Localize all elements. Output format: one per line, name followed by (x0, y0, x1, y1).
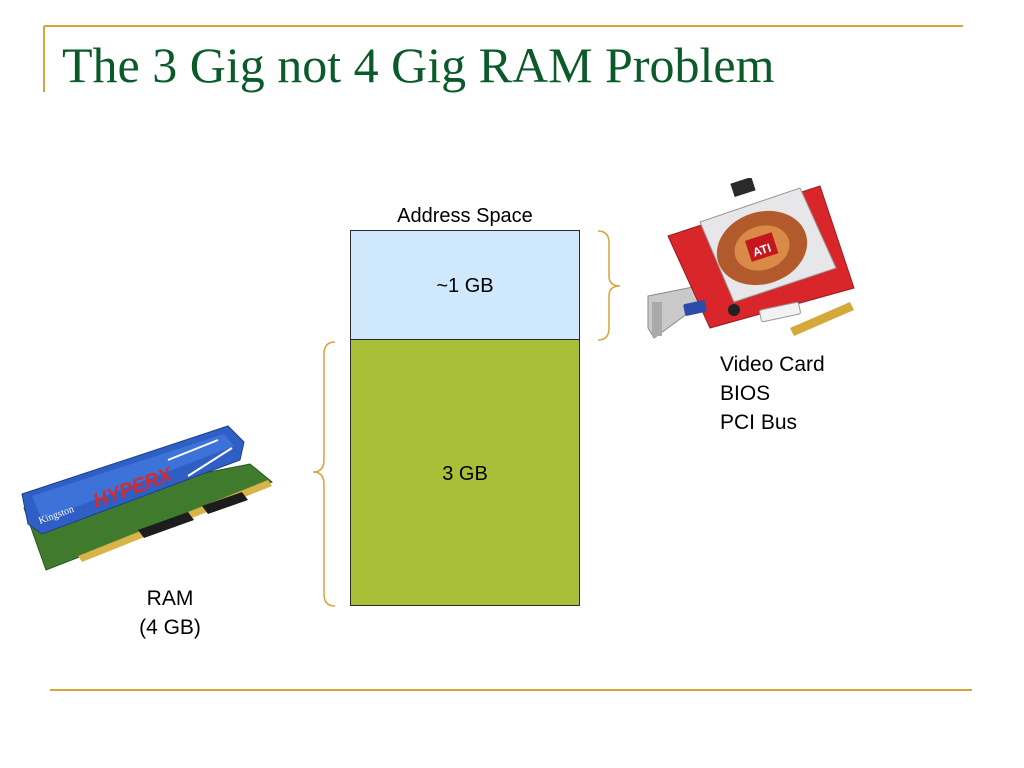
ati-brand-text: ATI (751, 241, 773, 260)
segment-label-reserved: ~1 GB (436, 275, 494, 297)
address-segment-reserved: ~1 GB (350, 230, 580, 340)
ram-bracket (312, 341, 336, 607)
video-card-bracket (597, 230, 621, 341)
address-segment-usable: 3 GB (350, 340, 580, 606)
address-space-label: Address Space (397, 205, 533, 227)
segment-label-usable: 3 GB (442, 463, 488, 485)
ati-logo-icon (744, 232, 779, 262)
caption-line-ram-size: (4 GB) (139, 616, 201, 639)
caption-line-video-card: Video Card (720, 353, 825, 376)
graphics-card-image: ATI (647, 178, 855, 339)
ram-caption: RAM (4 GB) (110, 584, 230, 642)
video-card-caption: Video Card BIOS PCI Bus (720, 350, 825, 437)
ram-module-image: Kingston HYPERX (21, 425, 273, 571)
caption-line-ram: RAM (146, 587, 194, 610)
slide-title: The 3 Gig not 4 Gig RAM Problem (62, 37, 775, 93)
caption-line-pci-bus: PCI Bus (720, 411, 798, 434)
caption-line-bios: BIOS (720, 382, 771, 405)
